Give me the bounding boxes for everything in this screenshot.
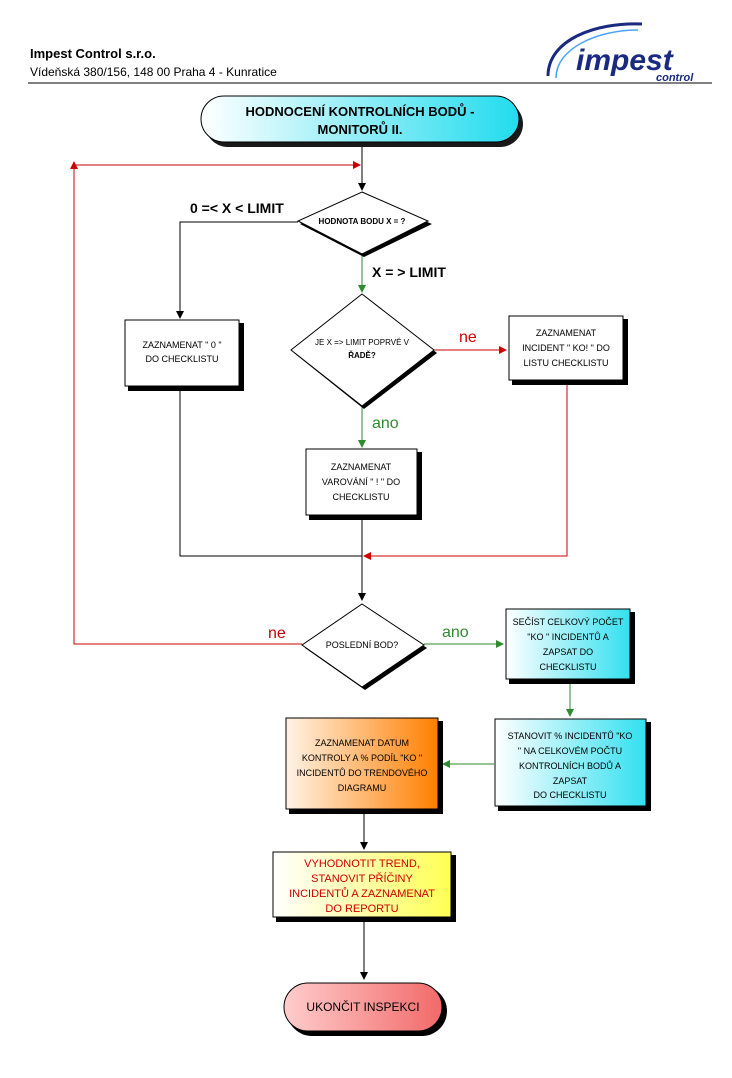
company-address: Vídeňská 380/156, 148 00 Praha 4 - Kunra… xyxy=(30,65,277,79)
box-percent-ko: STANOVIT % INCIDENTŮ "KO " NA CELKOVÉM P… xyxy=(494,718,651,811)
impest-logo: impest control xyxy=(546,22,694,84)
box-zero-line-2: DO CHECKLISTU xyxy=(145,354,218,364)
company-name: Impest Control s.r.o. xyxy=(30,46,156,61)
box-percent-line-4: ZAPSAT xyxy=(553,776,588,786)
label-ne-first: ne xyxy=(459,329,477,346)
end-terminator: UKONČIT INSPEKCI xyxy=(283,982,447,1036)
label-below-limit: 0 =< X < LIMIT xyxy=(190,200,284,216)
connector-loop-back xyxy=(73,161,361,645)
decision-value: HODNOTA BODU X = ? xyxy=(296,191,432,257)
decision-value-text: HODNOTA BODU X = ? xyxy=(319,217,406,226)
box-trend-line-1: ZAZNAMENAT DATUM xyxy=(315,738,409,748)
box-ko-line-1: ZAZNAMENAT xyxy=(536,328,597,338)
connector-ko-merge xyxy=(363,383,568,560)
title-terminator: HODNOCENÍ KONTROLNÍCH BODŮ - MONITORŮ II… xyxy=(200,95,523,147)
logo-swoosh-icon xyxy=(546,22,643,77)
box-evaluate-line-3: INCIDENTŮ A ZAZNAMENAT xyxy=(289,887,435,900)
box-record-ko: ZAZNAMENAT INCIDENT " KO! " DO LISTU CHE… xyxy=(508,315,628,385)
box-percent-line-5: DO CHECKLISTU xyxy=(533,790,606,800)
box-percent-line-3: KONTROLNÍCH BODŮ A xyxy=(519,760,621,771)
box-record-warning: ZAZNAMENAT VAROVÁNÍ " ! " DO CHECKLISTU xyxy=(305,448,422,520)
logo-swoosh-light-icon xyxy=(555,29,639,79)
box-trend-line-3: INCIDENTŮ DO TRENDOVÉHO xyxy=(297,767,428,778)
end-text: UKONČIT INSPEKCI xyxy=(306,999,419,1014)
box-sum-line-2: "KO " INCIDENTŮ A xyxy=(527,631,608,642)
box-trend-line-4: DIAGRAMU xyxy=(338,783,387,793)
box-ko-line-3: LISTU CHECKLISTU xyxy=(523,358,608,368)
decision-first-line-2: ŘADĚ? xyxy=(348,351,376,360)
label-above-limit: X = > LIMIT xyxy=(372,264,446,280)
connector-below-limit xyxy=(176,221,298,319)
label-ne-last: ne xyxy=(268,625,286,642)
box-sum-ko: SEČÍST CELKOVÝ POČET "KO " INCIDENTŮ A Z… xyxy=(505,608,635,684)
decision-last-text: POSLEDNÍ BOD? xyxy=(326,640,399,650)
box-ko-line-2: INCIDENT " KO! " DO xyxy=(522,343,610,353)
title-line-2: MONITORŮ II. xyxy=(318,121,403,137)
box-trend-line-2: KONTROLY A % PODÍL "KO " xyxy=(302,753,422,763)
box-evaluate-line-1: VYHODNOTIT TREND, xyxy=(304,858,420,870)
box-sum-line-1: SEČÍST CELKOVÝ POČET xyxy=(513,617,624,627)
label-ano-last: ano xyxy=(442,624,469,641)
box-record-zero: ZAZNAMENAT " 0 " DO CHECKLISTU xyxy=(124,319,244,391)
box-warning-line-3: CHECKLISTU xyxy=(332,492,389,502)
box-warning-line-2: VAROVÁNÍ " ! " DO xyxy=(322,477,400,487)
box-percent-line-1: STANOVIT % INCIDENTŮ "KO xyxy=(508,730,633,741)
logo-sub: control xyxy=(656,72,694,84)
box-warning-line-1: ZAZNAMENAT xyxy=(331,462,392,472)
decision-last-point: POSLEDNÍ BOD? xyxy=(301,603,427,690)
box-trend-record: ZAZNAMENAT DATUM KONTROLY A % PODÍL "KO … xyxy=(285,717,443,814)
connector-zero-merge xyxy=(179,387,362,557)
box-evaluate-line-2: STANOVIT PŘÍČINY xyxy=(311,872,413,885)
decision-first-line-1: JE X => LIMIT POPRVÉ V xyxy=(315,338,410,347)
box-percent-line-2: " NA CELKOVÉM POČTU xyxy=(518,746,622,756)
decision-first-time: JE X => LIMIT POPRVÉ V ŘADĚ? xyxy=(290,293,437,409)
box-sum-line-4: CHECKLISTU xyxy=(539,662,596,672)
label-ano-first: ano xyxy=(372,415,399,432)
box-evaluate-trend: VYHODNOTIT TREND, STANOVIT PŘÍČINY INCID… xyxy=(272,851,456,922)
logo-word: impest xyxy=(576,44,675,77)
box-evaluate-line-4: DO REPORTU xyxy=(325,903,398,915)
box-sum-line-3: ZAPSAT DO xyxy=(543,647,593,657)
box-zero-line-1: ZAZNAMENAT " 0 " xyxy=(142,340,221,350)
title-line-1: HODNOCENÍ KONTROLNÍCH BODŮ - xyxy=(246,103,475,119)
